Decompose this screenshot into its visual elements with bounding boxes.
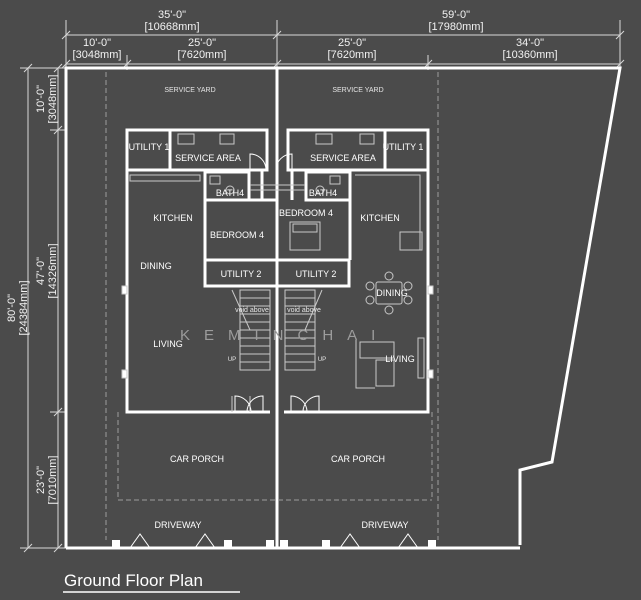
label-void-left: void above [235, 307, 269, 314]
left-unit-walls [125, 128, 279, 414]
dim-top-seg2-mm: [7620mm] [178, 49, 227, 61]
label-utility1-right: UTILITY 1 [383, 142, 424, 152]
label-service-area-right: SERVICE AREA [310, 153, 376, 163]
left-dimension-lines [20, 63, 66, 553]
left-unit-details [121, 133, 277, 412]
right-unit-doors [275, 153, 320, 413]
gate-posts [112, 540, 436, 548]
right-unit-details [277, 133, 434, 389]
label-kitchen-left: KITCHEN [153, 213, 193, 223]
label-utility1-left: UTILITY 1 [129, 142, 170, 152]
dim-top-seg2-ft: 25'-0" [188, 37, 216, 49]
label-living-left: LIVING [153, 339, 183, 349]
dim-left-overall-mm: [24384mm] [18, 280, 30, 335]
dim-left-seg2-ft: 47'-0" [35, 257, 47, 285]
dim-top-seg1-mm: [3048mm] [73, 49, 122, 61]
label-car-porch-right: CAR PORCH [331, 454, 385, 464]
label-bedroom4-right: BEDROOM 4 [279, 208, 333, 218]
label-utility2-right: UTILITY 2 [296, 269, 337, 279]
dim-left-seg3-ft: 23'-0" [35, 466, 47, 494]
label-dining-left: DINING [140, 261, 172, 271]
label-car-porch-left: CAR PORCH [170, 454, 224, 464]
label-kitchen-right: KITCHEN [360, 213, 400, 223]
label-up-left: UP [228, 357, 236, 363]
dim-left-seg3-mm: [7010mm] [47, 456, 59, 505]
gates [129, 533, 419, 549]
dim-left-seg2-mm: [14326mm] [47, 243, 59, 298]
dim-top-seg1-ft: 10'-0" [83, 37, 111, 49]
label-living-right: LIVING [385, 354, 415, 364]
label-dining-right: DINING [376, 288, 408, 298]
dim-top-left-overall-mm: [10668mm] [144, 21, 199, 33]
dim-top-seg3-ft: 25'-0" [338, 37, 366, 49]
setback-lines [105, 72, 439, 540]
label-bedroom4-left: BEDROOM 4 [210, 230, 264, 240]
label-driveway-right: DRIVEWAY [361, 520, 408, 530]
dim-top-left-overall-ft: 35'-0" [158, 9, 186, 21]
label-up-right: UP [318, 357, 326, 363]
label-service-yard-right: SERVICE YARD [332, 87, 383, 94]
right-unit-walls [275, 128, 430, 414]
dim-top-seg4-ft: 34'-0" [516, 37, 544, 49]
label-bath4-left: BATH4 [216, 188, 244, 198]
left-unit-doors [234, 153, 267, 413]
dim-left-overall-ft: 80'-0" [6, 294, 18, 322]
label-void-right: void above [287, 307, 321, 314]
dim-top-right-overall-ft: 59'-0" [442, 9, 470, 21]
label-driveway-left: DRIVEWAY [154, 520, 201, 530]
label-bath4-right: BATH4 [309, 188, 337, 198]
label-service-yard-left: SERVICE YARD [164, 87, 215, 94]
dim-left-seg1-ft: 10'-0" [35, 85, 47, 113]
label-service-area-left: SERVICE AREA [175, 153, 241, 163]
dim-top-seg3-mm: [7620mm] [328, 49, 377, 61]
dim-top-right-overall-mm: [17980mm] [428, 21, 483, 33]
plot-boundary [64, 66, 622, 550]
dim-top-seg4-mm: [10360mm] [502, 49, 557, 61]
top-dimension-lines [61, 20, 625, 70]
watermark: KEMINCHAI [180, 327, 389, 344]
dim-left-seg1-mm: [3048mm] [47, 75, 59, 124]
label-utility2-left: UTILITY 2 [221, 269, 262, 279]
plan-title: Ground Floor Plan [64, 571, 203, 590]
